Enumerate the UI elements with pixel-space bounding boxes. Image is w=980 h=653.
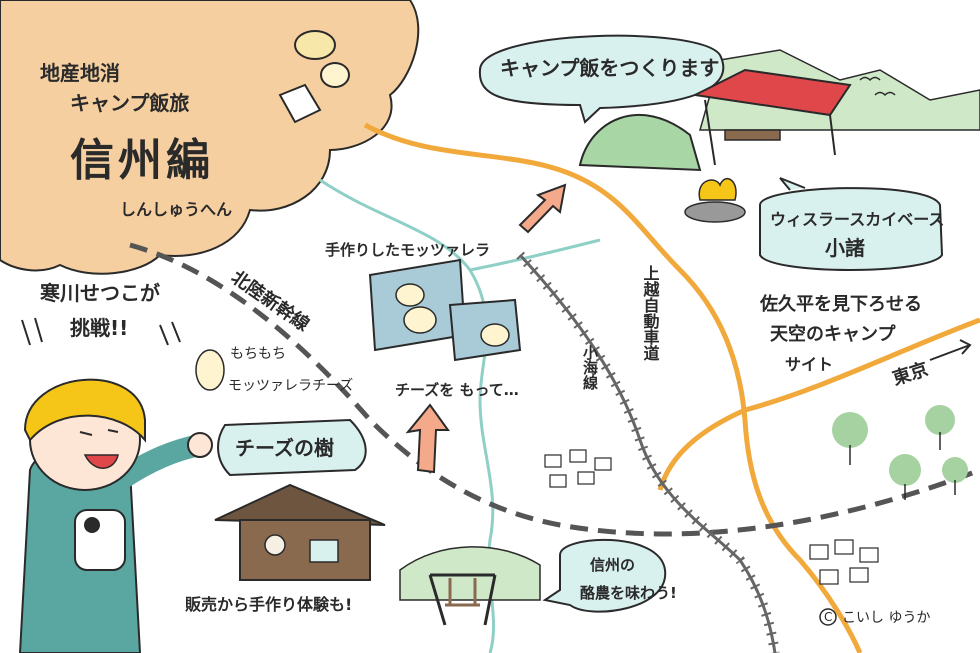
emphasis-marks-right — [159, 321, 181, 346]
eyes — [79, 429, 119, 436]
cheese-hut — [214, 483, 386, 581]
dairy-bubble — [542, 538, 667, 613]
tokyo-arrow-icon — [929, 339, 972, 361]
arrow-icon — [518, 183, 567, 234]
milk-carton-icon — [278, 83, 322, 124]
title-reading: しんしゅうへん — [120, 200, 232, 219]
expressway-label: 上越自動車道 — [641, 265, 661, 361]
shop-label: 販売から手作り体験も! — [185, 595, 352, 614]
cheese-ball-icon — [320, 62, 350, 88]
campfire-icon — [698, 178, 737, 201]
title-cloud — [0, 0, 420, 275]
bring-cheese-label: チーズを もって… — [395, 381, 519, 399]
credit-label: こいし ゆうか — [842, 610, 930, 626]
cheese-icon — [294, 30, 336, 60]
trees — [832, 405, 968, 500]
character — [18, 378, 213, 653]
dairy-line1: 信州の — [590, 556, 635, 574]
shinkansen-line — [129, 242, 980, 537]
river-branch — [469, 238, 601, 272]
hand — [187, 432, 213, 458]
helmet — [23, 378, 146, 443]
handmade-mozzarella-label: 手作りしたモッツァレラ — [325, 241, 490, 259]
site-label: サイト — [785, 355, 833, 374]
whistler-line2: 小諸 — [825, 236, 865, 260]
sky-camp-label: 天空のキャンプ — [770, 323, 896, 345]
cow-plush — [74, 509, 126, 571]
red-tarp — [691, 68, 852, 117]
challenge-line2: 挑戦!! — [70, 316, 128, 340]
camp-meal-bubble — [478, 34, 725, 124]
mozzarella-icon — [195, 349, 225, 391]
cheese-tree-text: チーズの樹 — [235, 436, 334, 460]
bird-icons — [859, 76, 896, 97]
whistler-line1: ウィスラースカイベース — [770, 210, 944, 229]
swing — [428, 573, 497, 626]
tarp-poles — [704, 99, 836, 166]
cheese-tree-bubble — [217, 418, 367, 477]
koumi-label: 小海線 — [581, 345, 599, 391]
camp-table — [724, 129, 781, 141]
whistler-bubble — [759, 177, 944, 271]
emphasis-marks-left — [21, 317, 43, 346]
copyright-icon — [819, 608, 837, 626]
copyright-mark: C — [824, 610, 832, 624]
mochimochi-label: もちもち — [230, 346, 286, 362]
road-main — [363, 122, 863, 653]
mozzarella-label: モッツァレラチーズ — [228, 378, 353, 394]
tokyo-label: 東京 — [890, 358, 931, 390]
cow-spot — [84, 517, 100, 533]
cheese-pack — [368, 258, 522, 362]
town — [544, 449, 879, 585]
dairy-line2: 酪農を味わう! — [580, 584, 677, 602]
challenge-line1: 寒川せつこが — [40, 281, 160, 305]
title-line2: キャンプ飯旅 — [70, 91, 189, 115]
hill — [399, 546, 541, 601]
mouth — [83, 454, 119, 469]
campfire-base — [684, 201, 746, 223]
koumi-line — [518, 253, 777, 653]
saku-label: 佐久平を見下ろせる — [759, 293, 922, 315]
green-tent — [578, 114, 702, 172]
road-branch — [657, 407, 747, 491]
camp-meal-text: キャンプ飯をつくります — [500, 56, 719, 80]
title-main: 信州編 — [70, 135, 214, 186]
title-line1: 地産地消 — [40, 61, 120, 85]
arrow-up-icon — [405, 403, 450, 474]
road-east — [744, 317, 980, 413]
